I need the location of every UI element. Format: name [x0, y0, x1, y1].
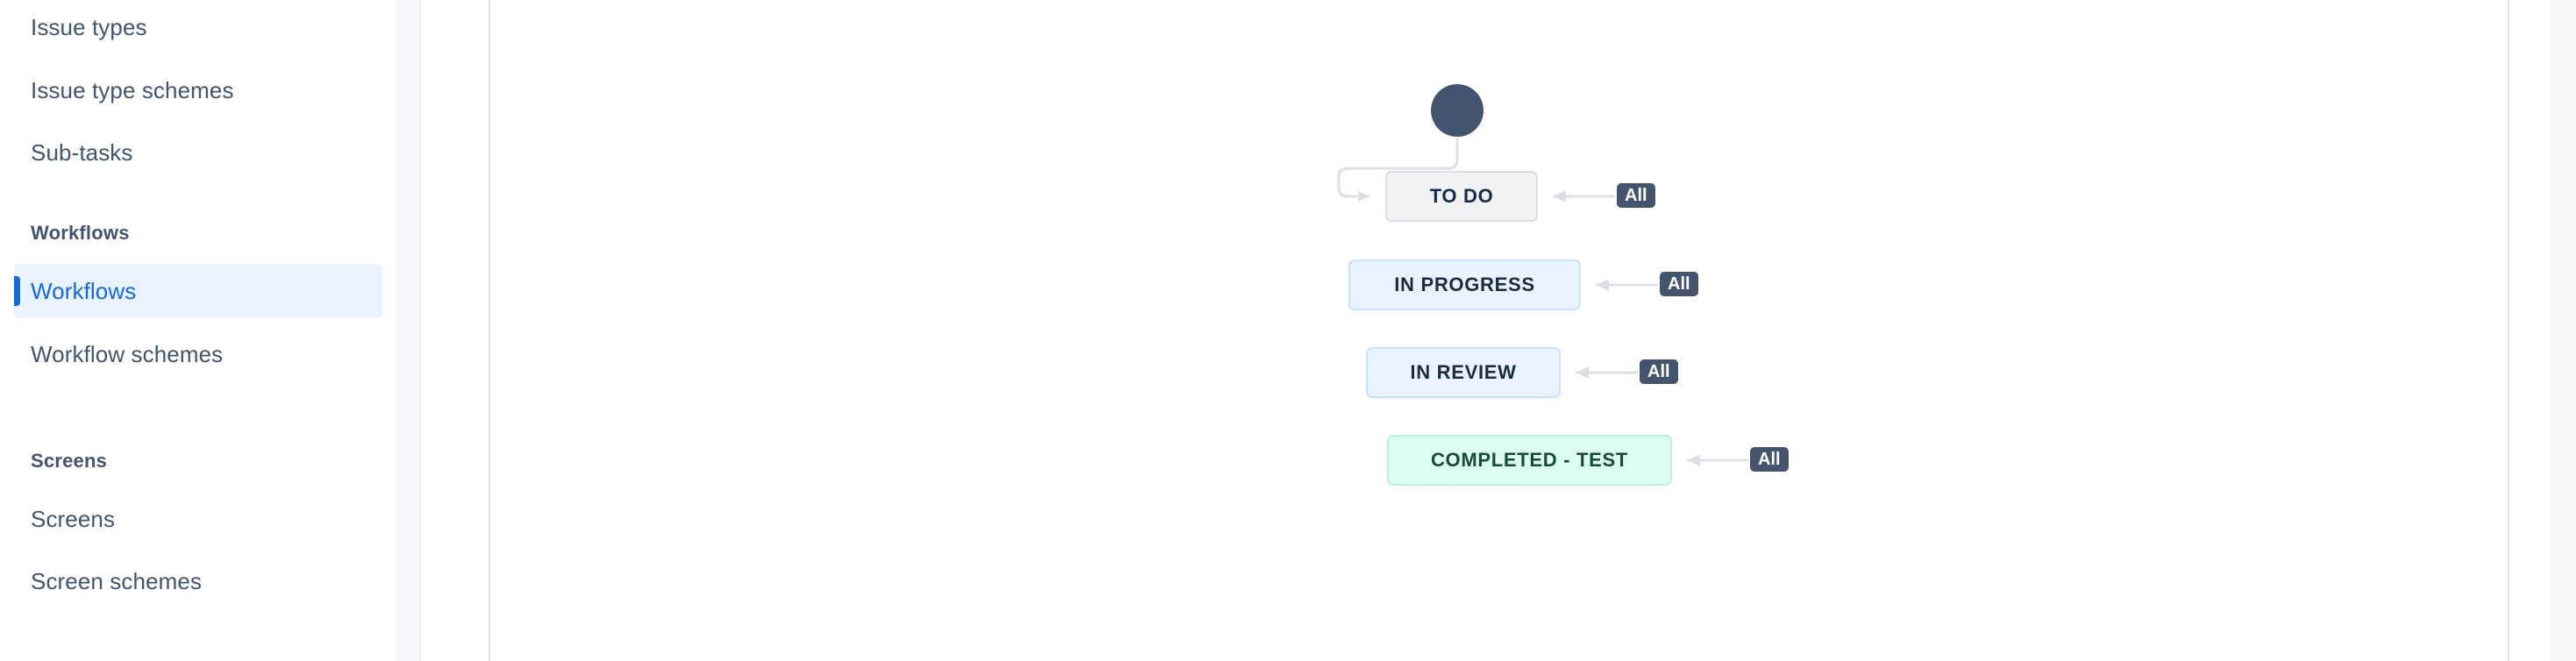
workflow-start-node[interactable] [1431, 84, 1484, 137]
sidebar-edge [419, 0, 421, 661]
transition-badge-completed-test[interactable]: All [1750, 447, 1789, 472]
sidebar-heading-workflows: Workflows [31, 222, 130, 244]
page-scrollbar-track[interactable] [2550, 0, 2576, 661]
sidebar-item-issue-types[interactable]: Issue types [31, 13, 147, 40]
workflow-connectors [1337, 138, 1748, 466]
transition-badge-in-review[interactable]: All [1640, 359, 1678, 384]
sidebar-content-divider [488, 0, 490, 661]
sidebar-item-workflow-schemes[interactable]: Workflow schemes [31, 340, 224, 367]
workflow-status-in-review[interactable]: IN REVIEW [1366, 347, 1561, 398]
sidebar-item-screens[interactable]: Screens [31, 505, 116, 532]
sidebar-item-workflows[interactable]: Workflows [14, 264, 382, 318]
sidebar-item-issue-type-schemes[interactable]: Issue type schemes [31, 76, 234, 103]
sidebar-heading-screens: Screens [31, 450, 108, 472]
transition-badge-to-do[interactable]: All [1617, 183, 1655, 208]
sidebar-item-sub-tasks[interactable]: Sub-tasks [31, 139, 133, 166]
sidebar-item-screen-schemes[interactable]: Screen schemes [31, 567, 203, 594]
content-right-divider [2508, 0, 2509, 661]
workflow-status-to-do[interactable]: TO DO [1385, 171, 1538, 222]
workflow-status-in-progress[interactable]: IN PROGRESS [1348, 259, 1581, 310]
sidebar-scrollbar-track[interactable] [395, 0, 810, 661]
workflow-status-completed-test[interactable]: COMPLETED - TEST [1387, 435, 1672, 486]
transition-badge-in-progress[interactable]: All [1660, 272, 1698, 296]
